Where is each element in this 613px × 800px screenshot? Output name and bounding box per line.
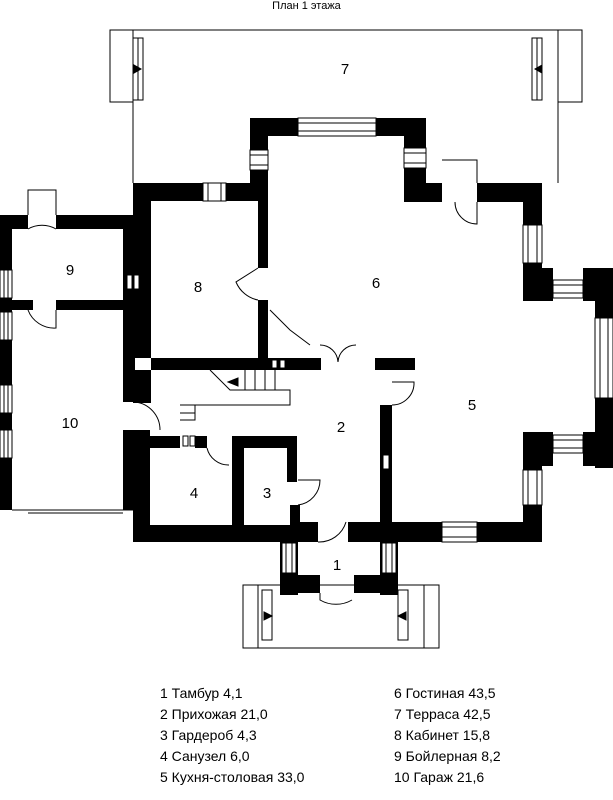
legend-left: 1 Тамбур 4,1 2 Прихожая 21,0 3 Гардероб … xyxy=(160,683,304,788)
legend-item-5: 5 Кухня-столовая 33,0 xyxy=(160,769,305,785)
walls xyxy=(0,118,613,595)
legend-item-9: 9 Бойлерная 8,2 xyxy=(394,748,501,764)
room-number-7: 7 xyxy=(341,61,349,78)
room-number-2: 2 xyxy=(337,419,345,436)
porch xyxy=(242,584,440,649)
legend-item-3: 3 Гардероб 4,3 xyxy=(160,727,257,743)
legend-item-7: 7 Терраса 42,5 xyxy=(394,706,491,722)
terrace-posts xyxy=(109,29,583,103)
room-number-6: 6 xyxy=(372,275,380,292)
room-number-10: 10 xyxy=(62,415,79,432)
room-number-5: 5 xyxy=(468,397,476,414)
garage-outline xyxy=(12,509,133,514)
doors xyxy=(27,159,478,605)
room-number-3: 3 xyxy=(263,485,271,502)
legend-item-10: 10 Гараж 21,6 xyxy=(394,769,485,785)
windows xyxy=(0,117,613,574)
legend-right: 6 Гостиная 43,5 7 Терраса 42,5 8 Кабинет… xyxy=(394,683,501,788)
room-number-9: 9 xyxy=(66,262,74,279)
stairs xyxy=(180,369,291,421)
terrace-outline xyxy=(109,29,583,183)
legend-item-1: 1 Тамбур 4,1 xyxy=(160,685,243,701)
legend-item-8: 8 Кабинет 15,8 xyxy=(394,727,491,743)
room-number-4: 4 xyxy=(190,485,198,502)
legend-item-2: 2 Прихожая 21,0 xyxy=(160,706,268,722)
room-number-8: 8 xyxy=(194,279,202,296)
legend-item-6: 6 Гостиная 43,5 xyxy=(394,685,496,701)
room-labels: 1 2 3 4 5 6 7 8 9 10 xyxy=(62,61,477,574)
plan-title: План 1 этажа xyxy=(272,0,341,12)
legend-item-4: 4 Санузел 6,0 xyxy=(160,748,250,764)
room-number-1: 1 xyxy=(333,557,341,574)
floor-plan: 1 2 3 4 5 6 7 8 9 10 xyxy=(0,29,613,649)
